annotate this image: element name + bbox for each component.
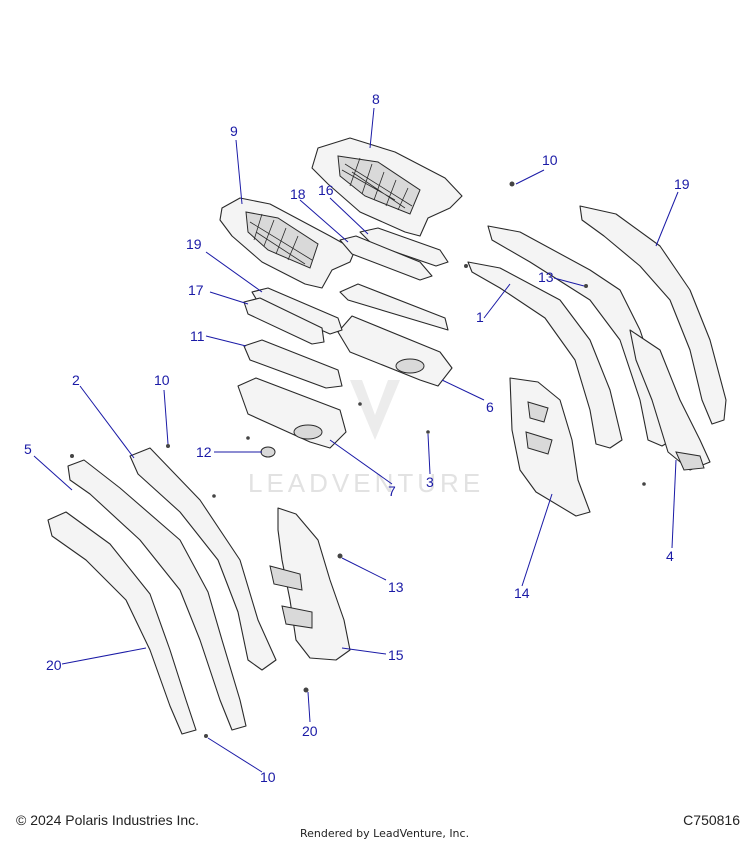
watermark-logo: LEADVENTURE bbox=[248, 380, 484, 498]
callout-5: 5 bbox=[24, 441, 32, 457]
callout-15: 15 bbox=[388, 647, 404, 663]
callout-17: 17 bbox=[188, 282, 204, 298]
part-5-inner-rocker[interactable] bbox=[67, 459, 247, 731]
part-2-outer-rocker[interactable] bbox=[129, 447, 277, 671]
callout-19-left: 19 bbox=[186, 236, 202, 252]
callout-6: 6 bbox=[486, 399, 494, 415]
part-4-side-panel[interactable] bbox=[579, 205, 727, 471]
callout-16: 16 bbox=[318, 182, 334, 198]
part-1-fender-strip[interactable] bbox=[467, 261, 623, 449]
part-20-lower-rocker[interactable] bbox=[47, 511, 197, 735]
callout-1: 1 bbox=[476, 309, 484, 325]
copyright-text: © 2024 Polaris Industries Inc. bbox=[16, 812, 200, 828]
callout-13-mid: 13 bbox=[388, 579, 404, 595]
callout-8: 8 bbox=[372, 91, 380, 107]
callout-20-left: 20 bbox=[46, 657, 62, 673]
callout-13-top: 13 bbox=[538, 269, 554, 285]
callout-14: 14 bbox=[514, 585, 530, 601]
hardware-fasteners bbox=[70, 181, 646, 738]
figure-id: C750816 bbox=[683, 812, 740, 828]
part-6-upper-tray[interactable] bbox=[337, 283, 453, 387]
callout-10-left: 10 bbox=[154, 372, 170, 388]
callout-3: 3 bbox=[426, 474, 434, 490]
callout-9: 9 bbox=[230, 123, 238, 139]
rendered-by-text: Rendered by LeadVenture, Inc. bbox=[300, 827, 470, 840]
callout-18: 18 bbox=[290, 186, 306, 202]
callout-11: 11 bbox=[190, 328, 205, 344]
part-14-heat-shield[interactable] bbox=[509, 377, 591, 517]
part-9-lower-grille[interactable] bbox=[219, 197, 356, 289]
callout-2: 2 bbox=[72, 372, 80, 388]
watermark-text: LEADVENTURE bbox=[248, 468, 484, 498]
part-18-seal[interactable] bbox=[339, 235, 433, 281]
part-7-lower-tray[interactable] bbox=[237, 377, 347, 449]
callout-10-top: 10 bbox=[542, 152, 558, 168]
callout-19-right: 19 bbox=[674, 176, 690, 192]
callout-10-bottom: 10 bbox=[260, 769, 276, 785]
part-17-gasket[interactable] bbox=[243, 297, 325, 345]
callouts: 8 9 10 19 18 16 19 17 11 13 1 6 2 10 5 1… bbox=[24, 91, 690, 785]
part-8-upper-grille[interactable] bbox=[311, 137, 463, 237]
callout-4: 4 bbox=[666, 548, 674, 564]
part-12-plug[interactable] bbox=[260, 446, 276, 458]
leader-lines bbox=[33, 107, 679, 773]
callout-7: 7 bbox=[388, 483, 396, 499]
callout-12: 12 bbox=[196, 444, 212, 460]
callout-20-bottom: 20 bbox=[302, 723, 318, 739]
part-11-gasket[interactable] bbox=[243, 339, 343, 389]
part-15-center-bracket[interactable] bbox=[269, 507, 351, 661]
